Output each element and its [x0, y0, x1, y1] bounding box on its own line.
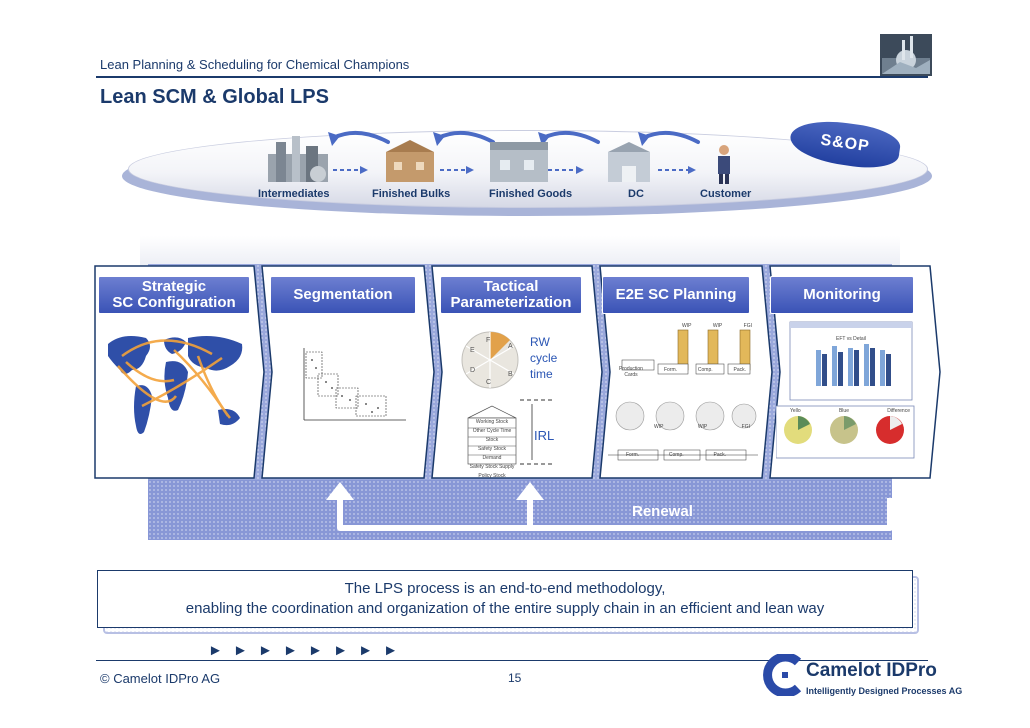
progress-arrows: ► ► ► ► ► ► ► ► [208, 642, 401, 659]
intermediates-plant-icon [268, 136, 328, 182]
header-rule [96, 76, 928, 78]
page-number: 15 [508, 671, 522, 685]
header-subtitle: Lean Planning & Scheduling for Chemical … [100, 57, 410, 72]
wheel-letter-b: B [508, 371, 513, 378]
monitoring-dashboard-illustration [776, 321, 915, 459]
brand-name: Camelot IDPro [806, 660, 937, 681]
distribution-center-icon [608, 142, 650, 182]
page-title: Lean SCM & Global LPS [100, 86, 329, 108]
step-e2e-sc-planning: E2E SC Planning [602, 276, 750, 314]
segmentation-chart [303, 348, 406, 421]
customer-person-icon [718, 145, 730, 184]
monitoring-chart-title: EFT vs Detail [836, 336, 866, 342]
chemical-plant-logo-icon [880, 34, 932, 76]
stage-label-finished-goods: Finished Goods [489, 188, 573, 200]
stock-stack-house [467, 405, 517, 465]
stage-label-dc: DC [628, 188, 644, 200]
planning-steps-top: Form.Comp.Pack. [664, 367, 746, 373]
funnel-gradient [140, 236, 900, 268]
finished-goods-plant-icon [490, 142, 548, 182]
rw-cycle-time-label: RW cycle time [530, 335, 558, 382]
camelot-logo-icon [763, 654, 802, 696]
step-monitoring: Monitoring [770, 276, 914, 314]
step-segmentation: Segmentation [270, 276, 416, 314]
irl-label: IRL [534, 428, 555, 443]
production-cards-label: Production Cards [619, 366, 643, 378]
brand-tagline: Intelligently Designed Processes AG [806, 686, 963, 696]
footer-rule [96, 660, 928, 661]
world-map-illustration [108, 336, 243, 434]
wheel-letter-c: C [486, 379, 491, 386]
e2e-planning-illustration [608, 329, 758, 461]
stage-label-finished-bulks: Finished Bulks [372, 188, 451, 200]
wheel-letter-e: E [470, 347, 475, 354]
planning-steps-bottom: Form.Comp.Pack. [626, 452, 726, 458]
copyright-text: © Camelot IDPro AG [100, 671, 221, 686]
stage-label-intermediates: Intermediates [258, 188, 330, 200]
stock-stack-labels: Working Stock Other Cycle Time Stock Saf… [469, 419, 515, 479]
renewal-loop-arrows [326, 482, 893, 531]
irl-bracket [520, 399, 552, 465]
finished-bulks-plant-icon [386, 140, 434, 182]
supply-chain-illustration [268, 130, 730, 184]
statement-line-1: The LPS process is an end-to-end methodo… [344, 579, 666, 597]
renewal-label: Renewal [632, 503, 693, 520]
wheel-letter-f: F [486, 337, 490, 344]
statement-box: The LPS process is an end-to-end methodo… [97, 570, 913, 628]
rw-cycle-wheel: A B C D E F [461, 331, 519, 389]
wheel-letter-a: A [508, 343, 513, 350]
stage-label-customer: Customer [700, 188, 752, 200]
wheel-letter-d: D [470, 367, 475, 374]
statement-line-2: enabling the coordination and organizati… [185, 600, 825, 617]
